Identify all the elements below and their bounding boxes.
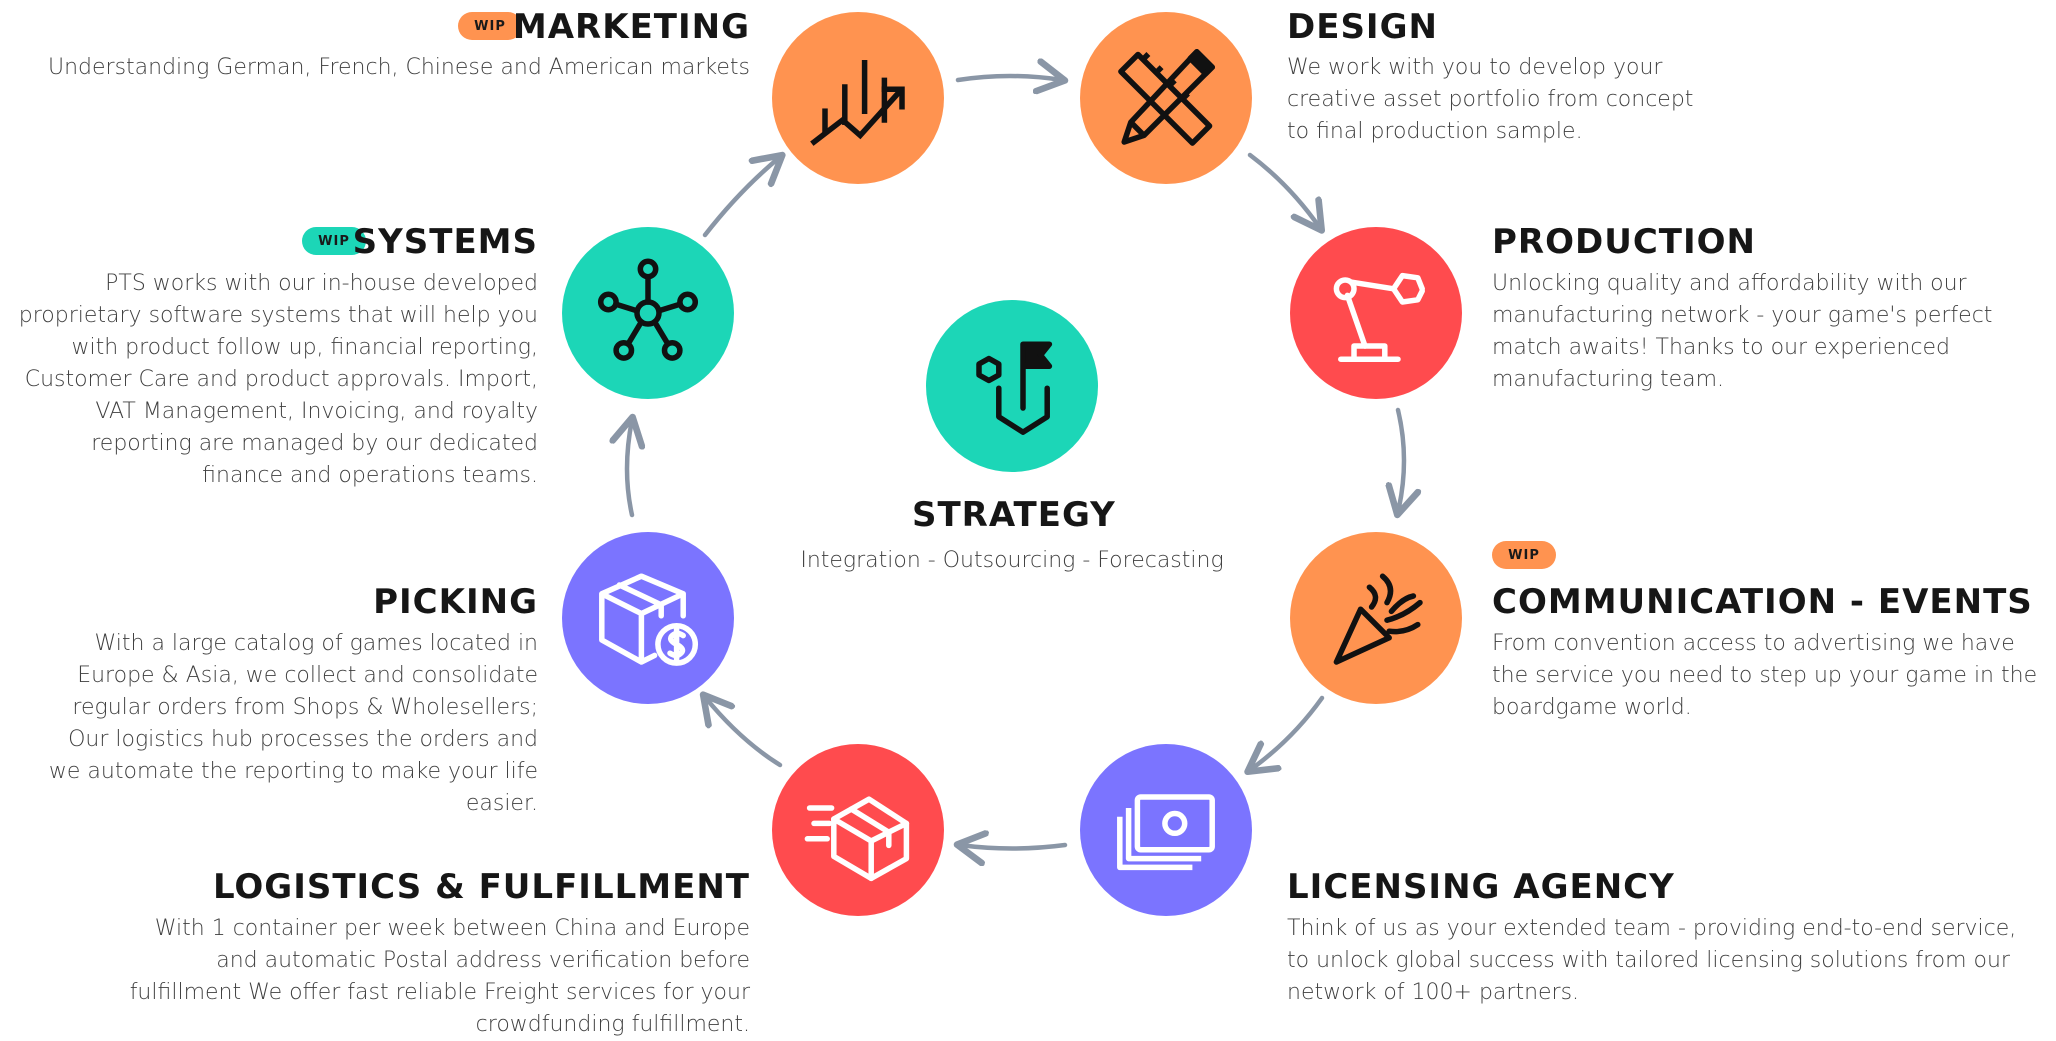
strategy-subtitle: Integration - Outsourcing - Forecasting xyxy=(800,548,1224,573)
fast-box-icon xyxy=(804,796,910,882)
communication-title: COMMUNICATION - EVENTS xyxy=(1492,582,2033,622)
communication-node xyxy=(1290,532,1462,704)
picking-title: PICKING xyxy=(373,582,538,622)
logistics-node xyxy=(772,744,944,916)
arrow-production-communication xyxy=(1398,407,1404,512)
wip-badge: WIP xyxy=(1492,541,1556,569)
systems-description: PTS works with our in-house developed pr… xyxy=(18,271,538,488)
licensing-description: Think of us as your extended team - prov… xyxy=(1287,916,2017,1005)
robot-arm-icon xyxy=(1333,272,1425,362)
picking-description: With a large catalog of games located in… xyxy=(48,631,538,816)
design-node xyxy=(1080,12,1252,184)
strategy-title: STRATEGY xyxy=(912,495,1116,535)
arrow-marketing-design xyxy=(955,76,1062,80)
cash-icon xyxy=(1117,794,1215,871)
arrow-design-production xyxy=(1247,152,1320,228)
logistics-description: With 1 container per week between China … xyxy=(129,916,750,1037)
logistics-title: LOGISTICS & FULFILLMENT xyxy=(212,867,750,907)
design-description: We work with you to develop your creativ… xyxy=(1287,55,1694,144)
arrow-licensing-logistics xyxy=(960,845,1068,849)
arrow-systems-marketing xyxy=(702,157,780,238)
wip-badge: WIP xyxy=(458,12,522,40)
systems-node xyxy=(562,227,734,399)
systems-title: SYSTEMS xyxy=(352,222,538,262)
box-dollar-icon xyxy=(599,573,699,666)
marketing-title: MARKETING xyxy=(512,7,750,47)
licensing-title: LICENSING AGENCY xyxy=(1287,867,1675,907)
picking-node xyxy=(562,532,734,704)
production-title: PRODUCTION xyxy=(1492,222,1756,262)
arrow-logistics-picking xyxy=(705,697,783,768)
production-node xyxy=(1290,227,1462,399)
marketing-node xyxy=(772,12,944,184)
design-title: DESIGN xyxy=(1287,7,1438,47)
ruler-pencil-icon xyxy=(1118,49,1215,146)
growth-chart-icon xyxy=(810,60,905,146)
wip-badge: WIP xyxy=(302,227,366,255)
party-popper-icon xyxy=(1333,573,1423,665)
strategy-node xyxy=(926,300,1098,472)
marketing-description: Understanding German, French, Chinese an… xyxy=(47,55,750,80)
licensing-node xyxy=(1080,744,1252,916)
production-description: Unlocking quality and affordability with… xyxy=(1492,271,1993,392)
arrow-communication-licensing xyxy=(1250,695,1325,770)
communication-description: From convention access to advertising we… xyxy=(1492,631,2038,720)
arrow-picking-systems xyxy=(627,420,632,518)
hexagon-flag-icon xyxy=(976,341,1053,435)
network-hub-icon xyxy=(597,258,699,361)
